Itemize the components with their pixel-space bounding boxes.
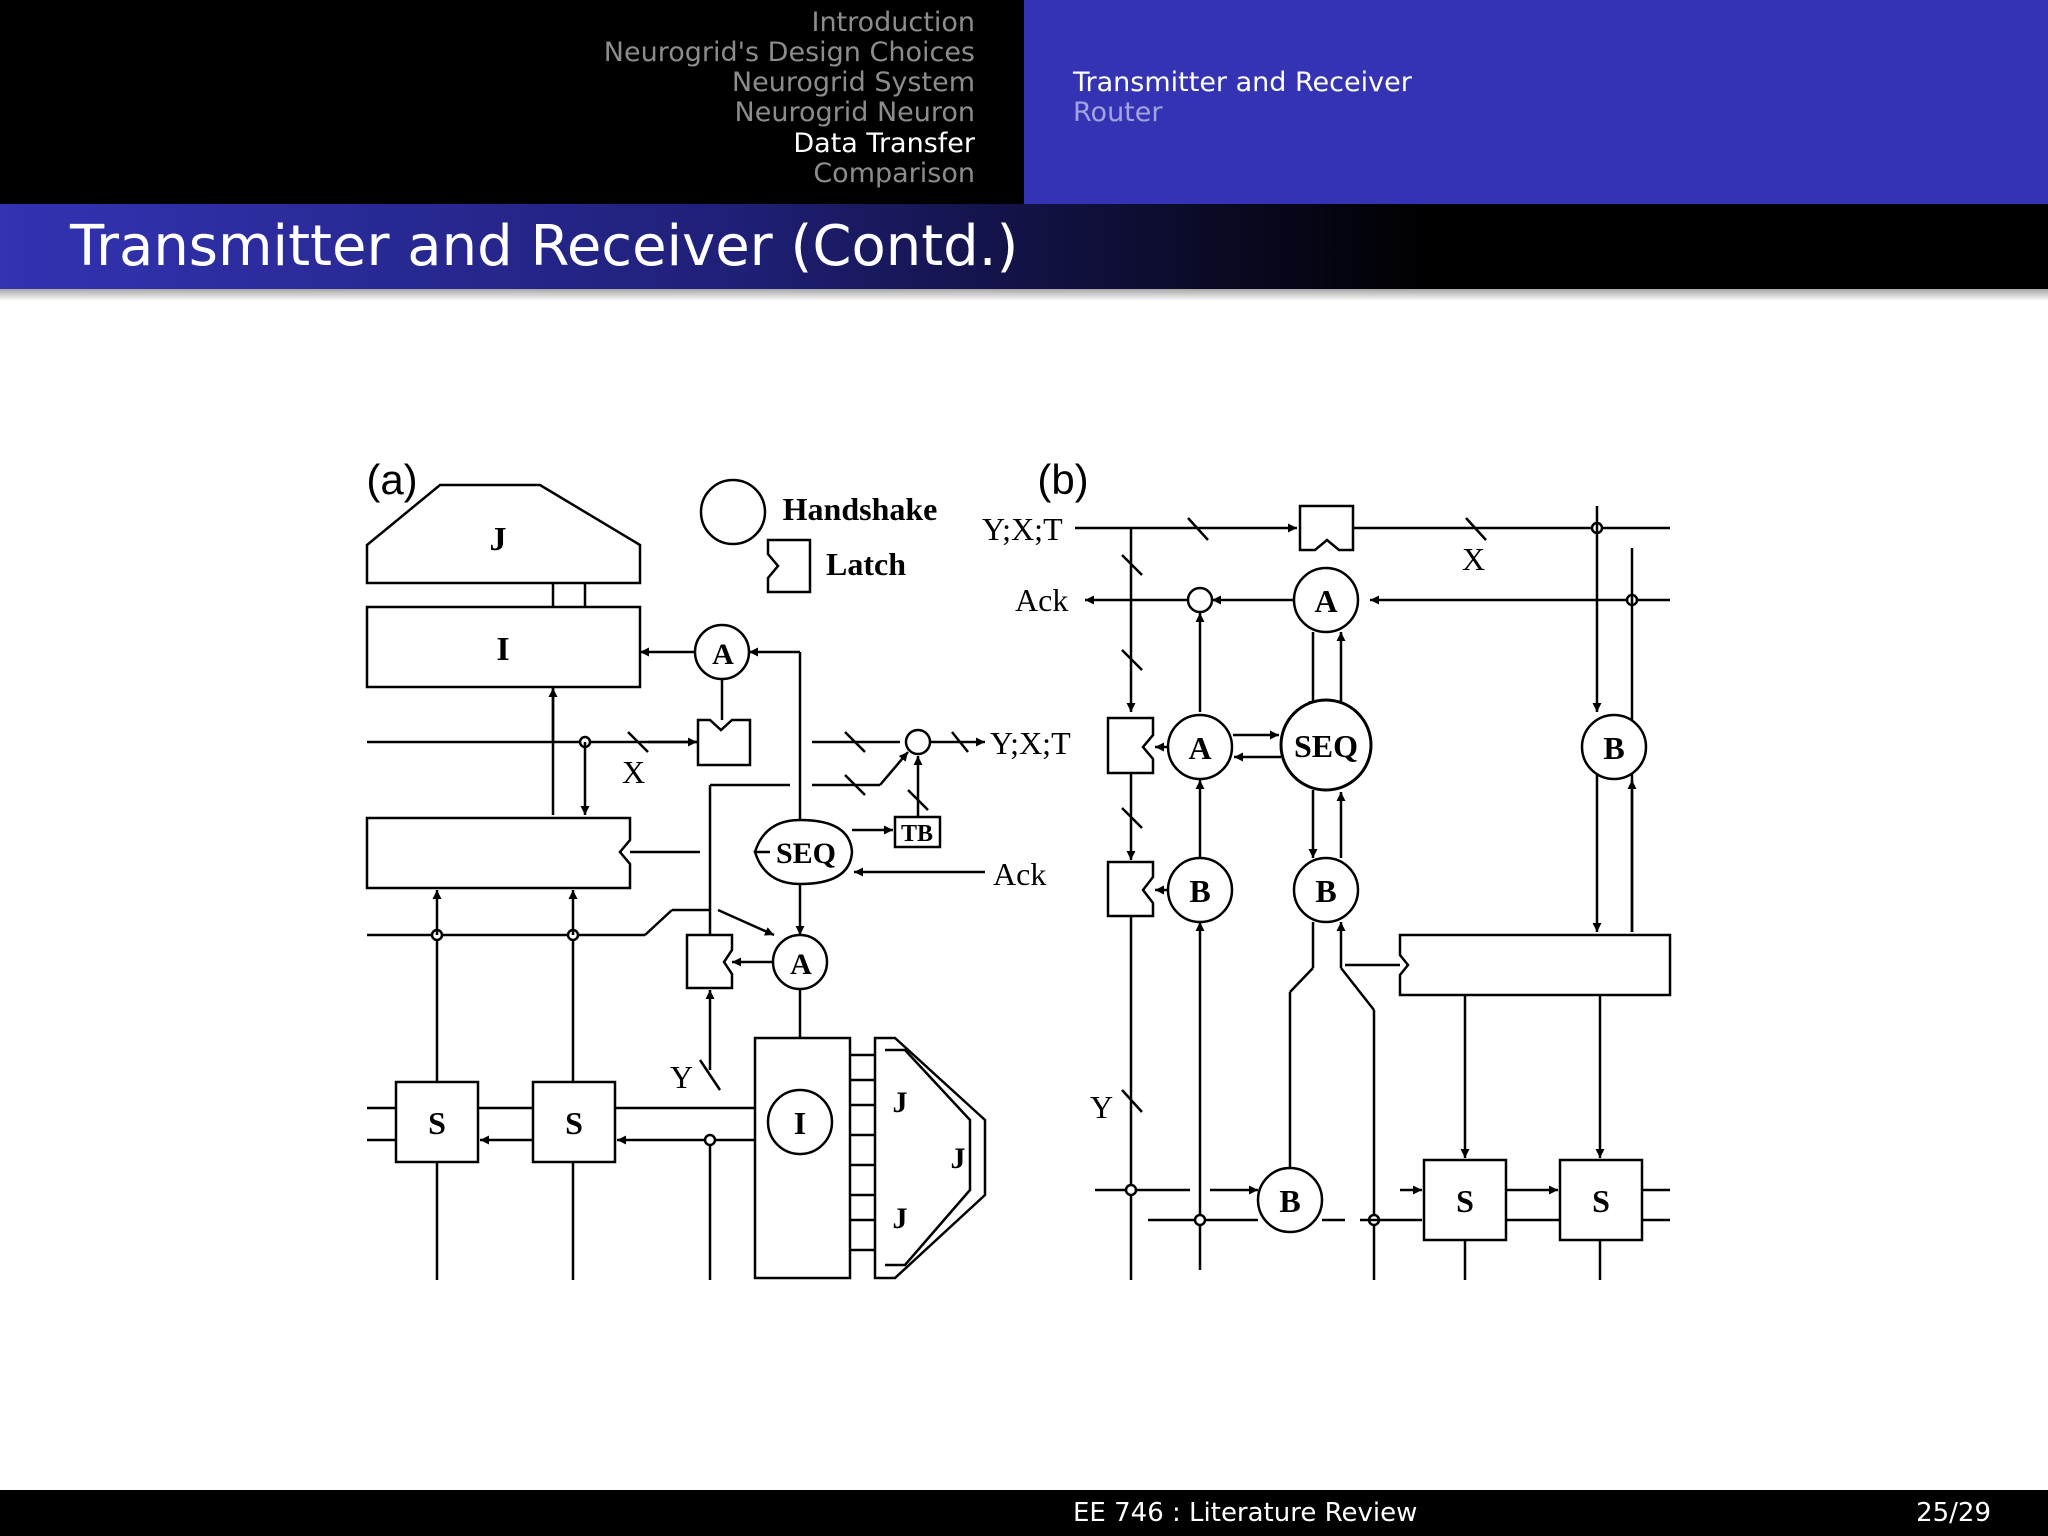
title-bar-shadow [0,289,2048,301]
b-yxt-label: Y;X;T [982,511,1063,547]
a-i-bottom-label: I [794,1105,806,1141]
nav-section-neuron[interactable]: Neurogrid Neuron [734,97,975,128]
a-tb-label: TB [901,821,933,847]
legend-latch-symbol [766,538,812,594]
a-j1-label: J [893,1086,908,1119]
b-b-mid-label: B [1315,873,1336,909]
nav-subsection-router[interactable]: Router [1073,97,1163,128]
legend-handshake-label: Handshake [783,491,938,527]
a-a-mid-label: A [790,948,812,981]
subsection-navigation: Transmitter and Receiver Router [1024,0,2048,204]
frame-title-bar [0,204,2048,289]
b-b-bottom-label: B [1279,1183,1300,1219]
a-i-label: I [496,631,509,668]
a-j-label: J [490,521,507,558]
b-a-mid-label: A [1188,730,1211,766]
b-handshake-b-mid [1292,856,1360,924]
panel-b-label: (b) [1037,456,1088,503]
b-y-label: Y [1090,1089,1113,1125]
b-seq-handshake [1279,698,1373,792]
b-s2-label: S [1592,1183,1610,1219]
a-i-circle [766,1088,834,1156]
a-latch-top [696,718,752,767]
b-s1-label: S [1456,1183,1474,1219]
a-s-block-2 [531,1080,617,1164]
a-i-array [753,1036,852,1280]
nav-subsection-transmitter-receiver[interactable]: Transmitter and Receiver [1073,67,1412,98]
b-router-block [1398,933,1672,997]
b-ack-label: Ack [1015,582,1068,618]
a-s2-label: S [565,1105,583,1141]
a-seq-handshake [753,818,854,886]
nav-section-introduction[interactable]: Introduction [811,7,975,38]
legend-latch-label: Latch [826,546,906,582]
a-j-block [365,483,642,585]
a-latch-bottom [685,933,734,990]
b-handshake-b-right [1580,713,1648,781]
frame-title: Transmitter and Receiver (Contd.) [70,214,1019,279]
nav-section-comparison[interactable]: Comparison [813,158,975,189]
b-b-left-label: B [1189,873,1210,909]
a-seq-label: SEQ [776,837,836,870]
footer-title: EE 746 : Literature Review [1073,1498,1418,1528]
a-a-top-label: A [712,638,734,671]
a-j3-label: J [893,1202,908,1235]
footer-left [0,1490,1024,1536]
nav-section-design-choices[interactable]: Neurogrid's Design Choices [603,37,975,68]
footer-right: EE 746 : Literature Review 25/29 [1024,1490,2048,1536]
b-ack-merge [1186,586,1214,614]
a-j2-label: J [951,1142,966,1175]
b-b-right-label: B [1603,730,1624,766]
a-s-block-1 [394,1080,480,1164]
a-output-merge [904,728,932,756]
b-latch-top [1298,504,1355,552]
b-latch-low [1106,860,1155,918]
b-latch-mid [1106,716,1155,775]
a-s1-label: S [428,1105,446,1141]
b-seq-label: SEQ [1294,728,1358,764]
panel-a-label: (a) [366,456,417,503]
a-i-block [365,605,642,689]
nav-section-system[interactable]: Neurogrid System [731,67,975,98]
a-middle-block [365,816,632,890]
a-y-label: Y [670,1059,693,1095]
a-yxt-label: Y;X;T [990,725,1071,761]
b-s-block-2 [1558,1158,1644,1242]
legend-handshake-symbol [699,478,767,546]
a-j-comb [873,1036,987,1280]
section-navigation: Introduction Neurogrid's Design Choices … [0,0,1024,204]
page-number: 25/29 [1916,1498,1991,1528]
b-a-top-label: A [1314,583,1337,619]
b-handshake-b-bottom [1256,1166,1324,1234]
a-x-label: X [622,754,645,790]
nav-section-data-transfer[interactable]: Data Transfer [793,128,975,159]
b-x-label: X [1462,541,1485,577]
a-tb-block [893,815,942,849]
a-ack-label: Ack [993,856,1046,892]
b-s-block-1 [1422,1158,1508,1242]
